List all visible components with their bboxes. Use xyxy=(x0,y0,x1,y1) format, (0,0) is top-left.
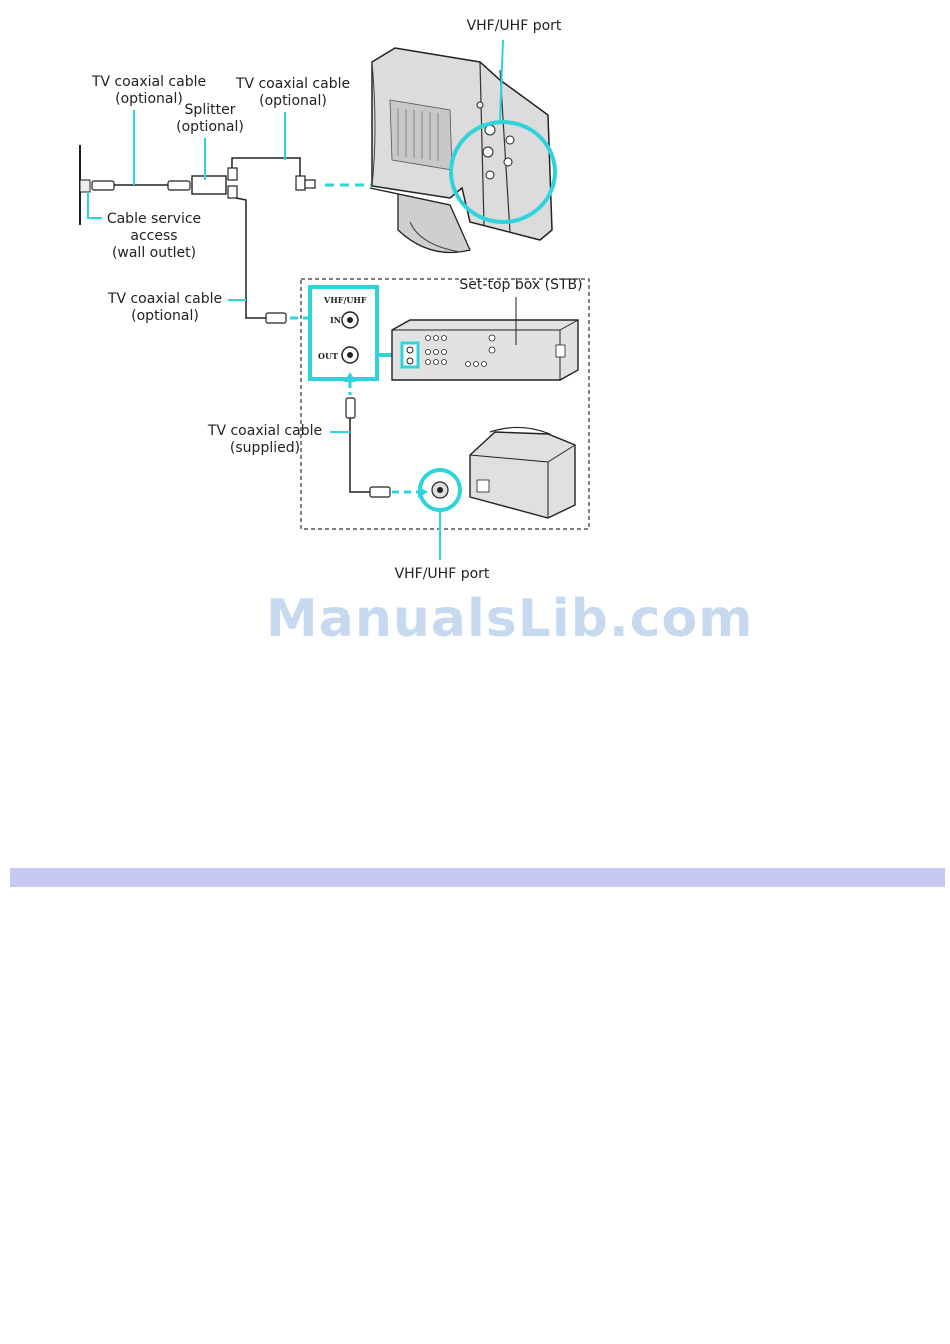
label-cable-service: Cable service access (wall outlet) xyxy=(98,211,210,262)
label-set-top-box: Set-top box (STB) xyxy=(452,277,590,294)
label-coax-optional-stb: TV coaxial cable (optional) xyxy=(100,291,230,325)
cable-wall-to-splitter xyxy=(92,181,190,190)
label-coax-optional-mid: TV coaxial cable (optional) xyxy=(226,76,360,110)
stb-panel-out: OUT xyxy=(318,351,338,361)
stb-panel-in: IN xyxy=(330,315,341,325)
set-top-box xyxy=(392,297,578,380)
label-coax-supplied: TV coaxial cable (supplied) xyxy=(200,423,330,457)
label-vhf-port-bottom: VHF/UHF port xyxy=(386,566,498,583)
leader-lines xyxy=(88,110,350,432)
watermark-logo: ManualsLib.com xyxy=(266,588,698,650)
footer-bar xyxy=(10,868,945,887)
cable-stb-to-tv xyxy=(344,372,428,498)
stb-panel-header: VHF/UHF xyxy=(324,295,367,305)
computer-monitor xyxy=(370,40,555,253)
tv-connection-diagram: VHF/UHF port TV coaxial cable (optional)… xyxy=(0,0,950,640)
splitter xyxy=(192,168,237,198)
label-vhf-port-top: VHF/UHF port xyxy=(458,18,570,35)
television xyxy=(420,427,575,560)
